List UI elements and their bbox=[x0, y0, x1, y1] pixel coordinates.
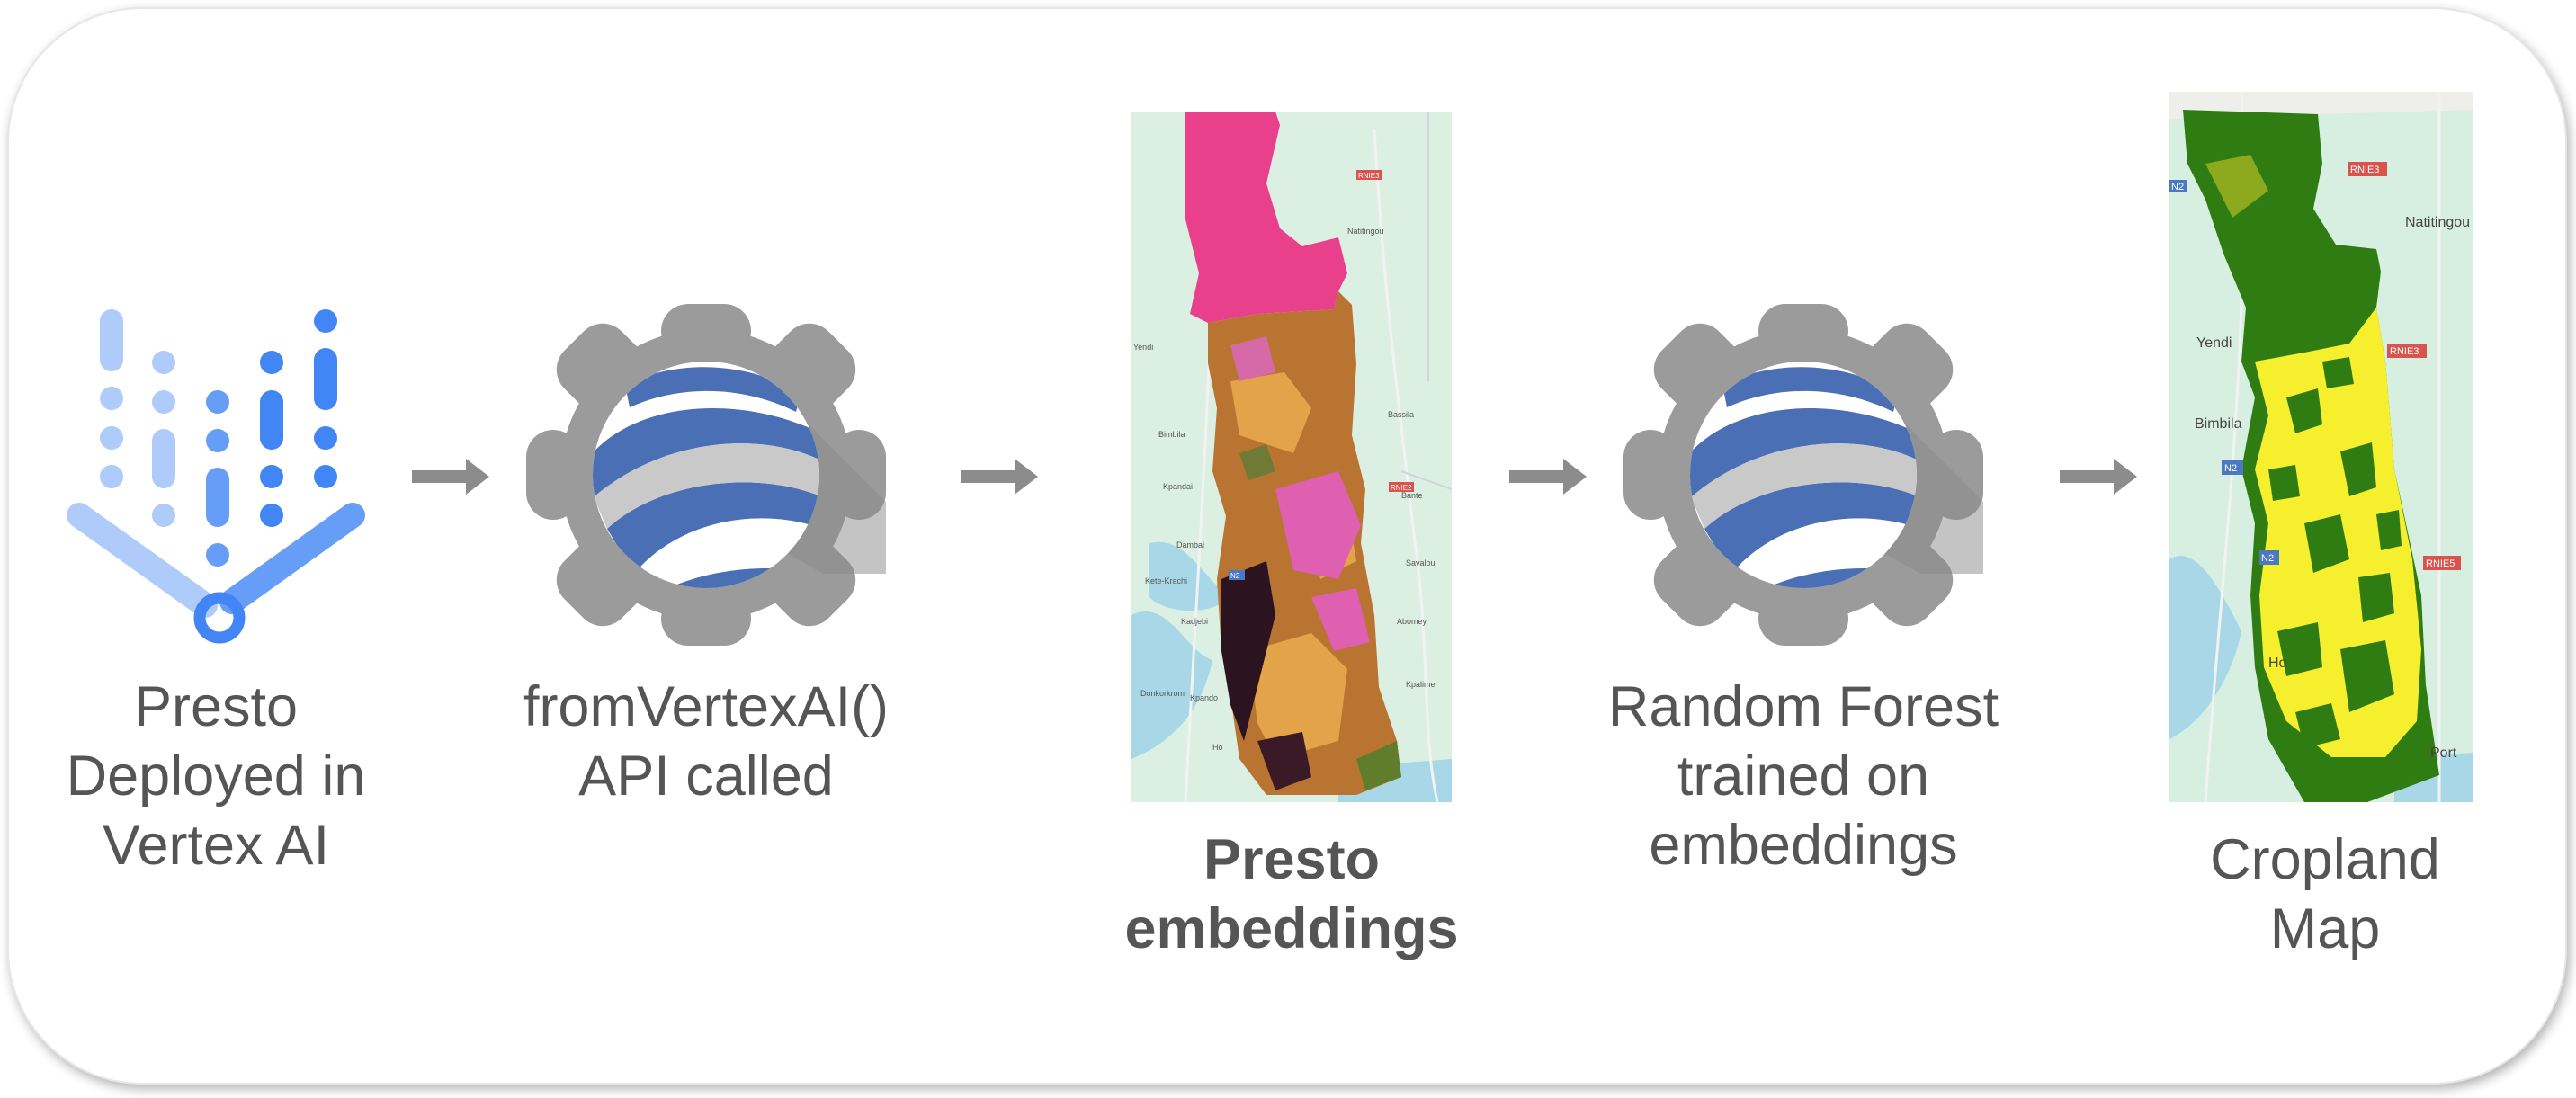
arrow-right-icon bbox=[412, 459, 489, 495]
label-line: Deployed in bbox=[66, 745, 366, 808]
map-label: Yendi bbox=[2196, 335, 2232, 351]
map-label: Donkorkrom bbox=[1140, 689, 1185, 698]
map-label: Bimbila bbox=[2195, 416, 2242, 432]
map-label: Ho bbox=[1212, 743, 1223, 752]
embeddings-map-image: Natitingou Bassila Bante Savalou Abomey … bbox=[1131, 112, 1452, 802]
label-line: embeddings bbox=[1649, 814, 1958, 877]
road-badge: N2 bbox=[2261, 553, 2274, 564]
label-line: trained on bbox=[1677, 745, 1930, 808]
label-line: Presto bbox=[133, 675, 299, 738]
label-line: Random Forest bbox=[1607, 675, 1999, 738]
road-badge: RNIE3 bbox=[1358, 172, 1380, 180]
earth-engine-gear-icon bbox=[1623, 304, 1983, 646]
map-label: Kpalime bbox=[1406, 680, 1436, 689]
road-badge: RNIE3 bbox=[2390, 346, 2419, 357]
road-badge: RNIE5 bbox=[2426, 558, 2455, 569]
map-label: Kadjebi bbox=[1181, 617, 1208, 626]
map-label: Kpandai bbox=[1163, 482, 1193, 491]
step-label-api-called: fromVertexAI() API called bbox=[517, 673, 895, 811]
road-badge: N2 bbox=[1230, 572, 1240, 580]
vertex-ai-icon bbox=[67, 309, 365, 644]
road-badge: N2 bbox=[2224, 463, 2237, 474]
label-line: Cropland bbox=[2210, 828, 2440, 891]
map-label: Port bbox=[2430, 745, 2457, 761]
label-line: Map bbox=[2269, 897, 2381, 960]
map-label: Abomey bbox=[1397, 617, 1427, 626]
map-label: Kete-Krachi bbox=[1145, 576, 1187, 585]
earth-engine-gear-icon bbox=[526, 304, 886, 646]
map-label: Bimbila bbox=[1158, 430, 1185, 439]
map-label: Yendi bbox=[1133, 343, 1153, 352]
step-label-presto-embeddings: Presto embeddings bbox=[1103, 826, 1480, 964]
map-label: Bante bbox=[1401, 491, 1423, 500]
label-line: Vertex AI bbox=[102, 814, 330, 877]
arrow-right-icon bbox=[2060, 459, 2137, 495]
map-label: Savalou bbox=[1406, 558, 1436, 567]
label-line: embeddings bbox=[1124, 897, 1459, 960]
label-line: fromVertexAI() bbox=[523, 675, 890, 738]
arrow-right-icon bbox=[961, 459, 1038, 495]
road-badge: RNIE2 bbox=[1391, 484, 1412, 492]
map-label: Ho bbox=[2268, 656, 2287, 671]
map-label: Kpando bbox=[1190, 693, 1218, 702]
map-label: Dambai bbox=[1176, 540, 1204, 549]
arrow-right-icon bbox=[1509, 459, 1587, 495]
step-label-presto-deployed: Presto Deployed in Vertex AI bbox=[36, 673, 396, 880]
map-label: Natitingou bbox=[1347, 227, 1384, 236]
cropland-map-image: RNIE3 N2 N2 N2 RNIE3 RNIE5 Natitingou Ye… bbox=[2169, 92, 2473, 802]
map-label: Bassila bbox=[1388, 410, 1414, 419]
label-line: API called bbox=[578, 745, 834, 808]
road-badge: N2 bbox=[2171, 182, 2184, 192]
road-badge: RNIE3 bbox=[2350, 165, 2379, 175]
label-line: Presto bbox=[1203, 828, 1381, 891]
map-label: Natitingou bbox=[2405, 215, 2470, 230]
step-label-random-forest: Random Forest trained on embeddings bbox=[1592, 673, 2015, 880]
step-label-cropland-map: Cropland Map bbox=[2145, 826, 2505, 964]
